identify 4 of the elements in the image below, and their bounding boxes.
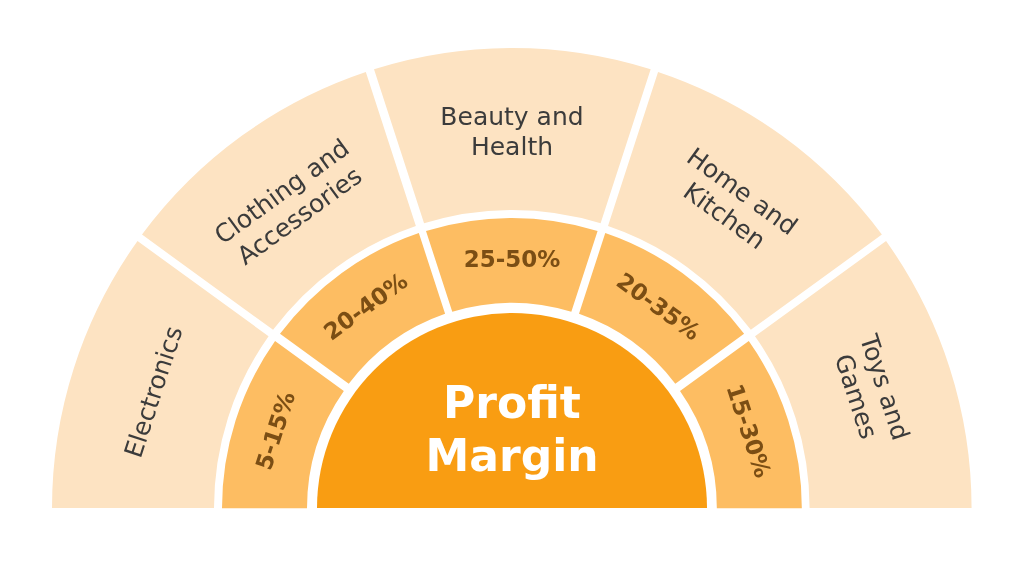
percentage-label: 25-50% <box>462 246 562 274</box>
center-label: Profit Margin <box>424 377 600 483</box>
category-label: Toys and Games <box>827 329 916 446</box>
category-label: Beauty and Health <box>439 102 585 162</box>
